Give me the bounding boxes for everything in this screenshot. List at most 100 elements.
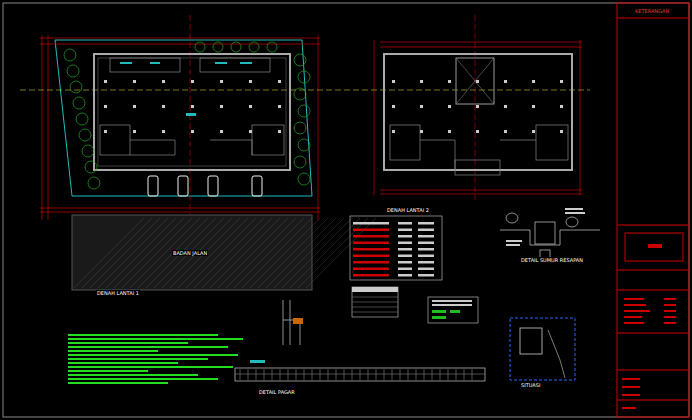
table-cells [432, 310, 460, 319]
room-partitions [390, 125, 568, 175]
building-wall [94, 54, 290, 170]
tree [294, 156, 306, 168]
site-boundary [55, 40, 312, 196]
tree [73, 97, 85, 109]
note-line [68, 370, 148, 372]
hatch-line [154, 218, 224, 288]
table-cell [353, 235, 389, 238]
tree [70, 81, 82, 93]
void-cross [456, 58, 494, 104]
title-box [625, 233, 683, 261]
column [133, 105, 136, 108]
hatch-line [90, 218, 160, 288]
note-line [68, 354, 238, 356]
column [191, 105, 194, 108]
table-cell [353, 229, 389, 232]
columns [104, 80, 281, 133]
column [104, 80, 107, 83]
fence-bar [352, 369, 353, 380]
table-cell [398, 261, 412, 264]
road [72, 215, 312, 290]
fence-bar [256, 369, 257, 380]
column [162, 130, 165, 133]
fence-bar [448, 369, 449, 380]
hatch-line [170, 218, 240, 288]
note-line [68, 374, 198, 376]
title-rule [617, 400, 689, 401]
drawing-label: BADAN JALAN [172, 250, 208, 256]
tree [249, 42, 259, 52]
tree [298, 139, 310, 151]
column [560, 130, 563, 133]
table-cell [353, 274, 389, 277]
table-cell [418, 268, 434, 271]
fence-bar [416, 369, 417, 380]
fence-bar [288, 369, 289, 380]
fence-bar [440, 369, 441, 380]
hatch-line [218, 218, 288, 288]
fence-bar [408, 369, 409, 380]
title-rule [617, 333, 689, 334]
table-cell [398, 268, 412, 271]
column [278, 105, 281, 108]
column [220, 80, 223, 83]
detail-notes [506, 208, 585, 246]
column [476, 105, 479, 108]
fence-bar [376, 369, 377, 380]
table-cell [418, 242, 434, 245]
fence-bar [360, 369, 361, 380]
note-line [68, 342, 188, 344]
note-line [68, 358, 208, 360]
title-entries [622, 298, 676, 409]
column [532, 80, 535, 83]
column [249, 80, 252, 83]
columns [392, 80, 563, 133]
column [448, 80, 451, 83]
hatch-line [250, 218, 320, 288]
table-cell [418, 222, 434, 225]
small-table [428, 297, 478, 323]
column [104, 130, 107, 133]
column [420, 130, 423, 133]
fence-tag [250, 360, 265, 363]
site-map [510, 318, 575, 380]
fence-bar [400, 369, 401, 380]
tree [298, 71, 310, 83]
column [504, 105, 507, 108]
table-cell [418, 229, 434, 232]
tree [267, 42, 277, 52]
column [278, 130, 281, 133]
column [133, 130, 136, 133]
fence-bar [240, 369, 241, 380]
fence-bar [272, 369, 273, 380]
column [504, 80, 507, 83]
tree [195, 42, 205, 52]
fence-bar [456, 369, 457, 380]
table-cell [418, 261, 434, 264]
hatch-line [162, 218, 232, 288]
fence-bar [264, 369, 265, 380]
column [560, 105, 563, 108]
building-wall [384, 54, 572, 170]
fence-rail [235, 374, 485, 375]
note-line [68, 350, 158, 352]
table-cell [418, 274, 434, 277]
title-rule [617, 370, 689, 371]
fence-bar [432, 369, 433, 380]
column [162, 105, 165, 108]
dimension-lines [40, 35, 582, 220]
site-building [520, 328, 542, 354]
title-rule [617, 270, 689, 271]
column [249, 130, 252, 133]
note-line [68, 382, 168, 384]
table-rows [353, 222, 434, 277]
hatch-line [146, 218, 216, 288]
hatch-line [106, 218, 176, 288]
tree [88, 177, 100, 189]
column [476, 130, 479, 133]
building-inner [98, 58, 286, 166]
parked-cars [148, 176, 262, 196]
hatch-line [98, 218, 168, 288]
